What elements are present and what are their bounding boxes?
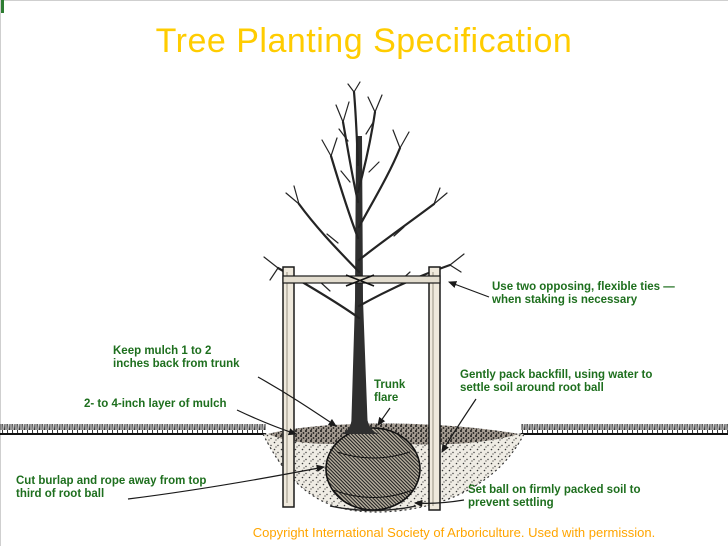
copyright-footer: Copyright International Society of Arbor… — [252, 525, 656, 540]
annotation-trunk-flare: Trunk flare — [374, 379, 406, 404]
arrow-keep-mulch-back — [257, 376, 337, 427]
annotation-flexible-ties: Use two opposing, flexible ties — when s… — [492, 281, 675, 306]
arrow-pack-backfill — [441, 398, 477, 453]
annotation-keep-mulch-back: Keep mulch 1 to 2 inches back from trunk — [113, 345, 240, 370]
arrow-mulch-layer — [236, 409, 297, 436]
annotation-cut-burlap: Cut burlap and rope away from top third … — [16, 475, 207, 500]
arrow-trunk-flare — [377, 407, 391, 426]
tree-canopy — [263, 81, 465, 320]
annotation-set-ball: Set ball on firmly packed soil to preven… — [468, 484, 641, 509]
root-ball — [325, 427, 421, 512]
trunk — [341, 136, 379, 434]
ground-grass — [0, 424, 728, 435]
crossbar-tie — [282, 274, 441, 287]
slide-left-edge — [0, 0, 1, 546]
arrow-set-ball — [413, 499, 465, 508]
arrow-cut-burlap — [127, 464, 326, 500]
page-title: Tree Planting Specification — [155, 22, 573, 60]
annotation-pack-backfill: Gently pack backfill, using water to set… — [460, 369, 653, 394]
right-stake — [428, 266, 441, 511]
arrow-flexible-ties — [448, 281, 490, 298]
annotation-mulch-layer: 2- to 4-inch layer of mulch — [84, 398, 227, 410]
leader-arrows — [127, 281, 490, 508]
slide-corner-mark — [1, 0, 4, 13]
slide-top-edge — [0, 0, 728, 1]
left-stake — [282, 266, 295, 508]
